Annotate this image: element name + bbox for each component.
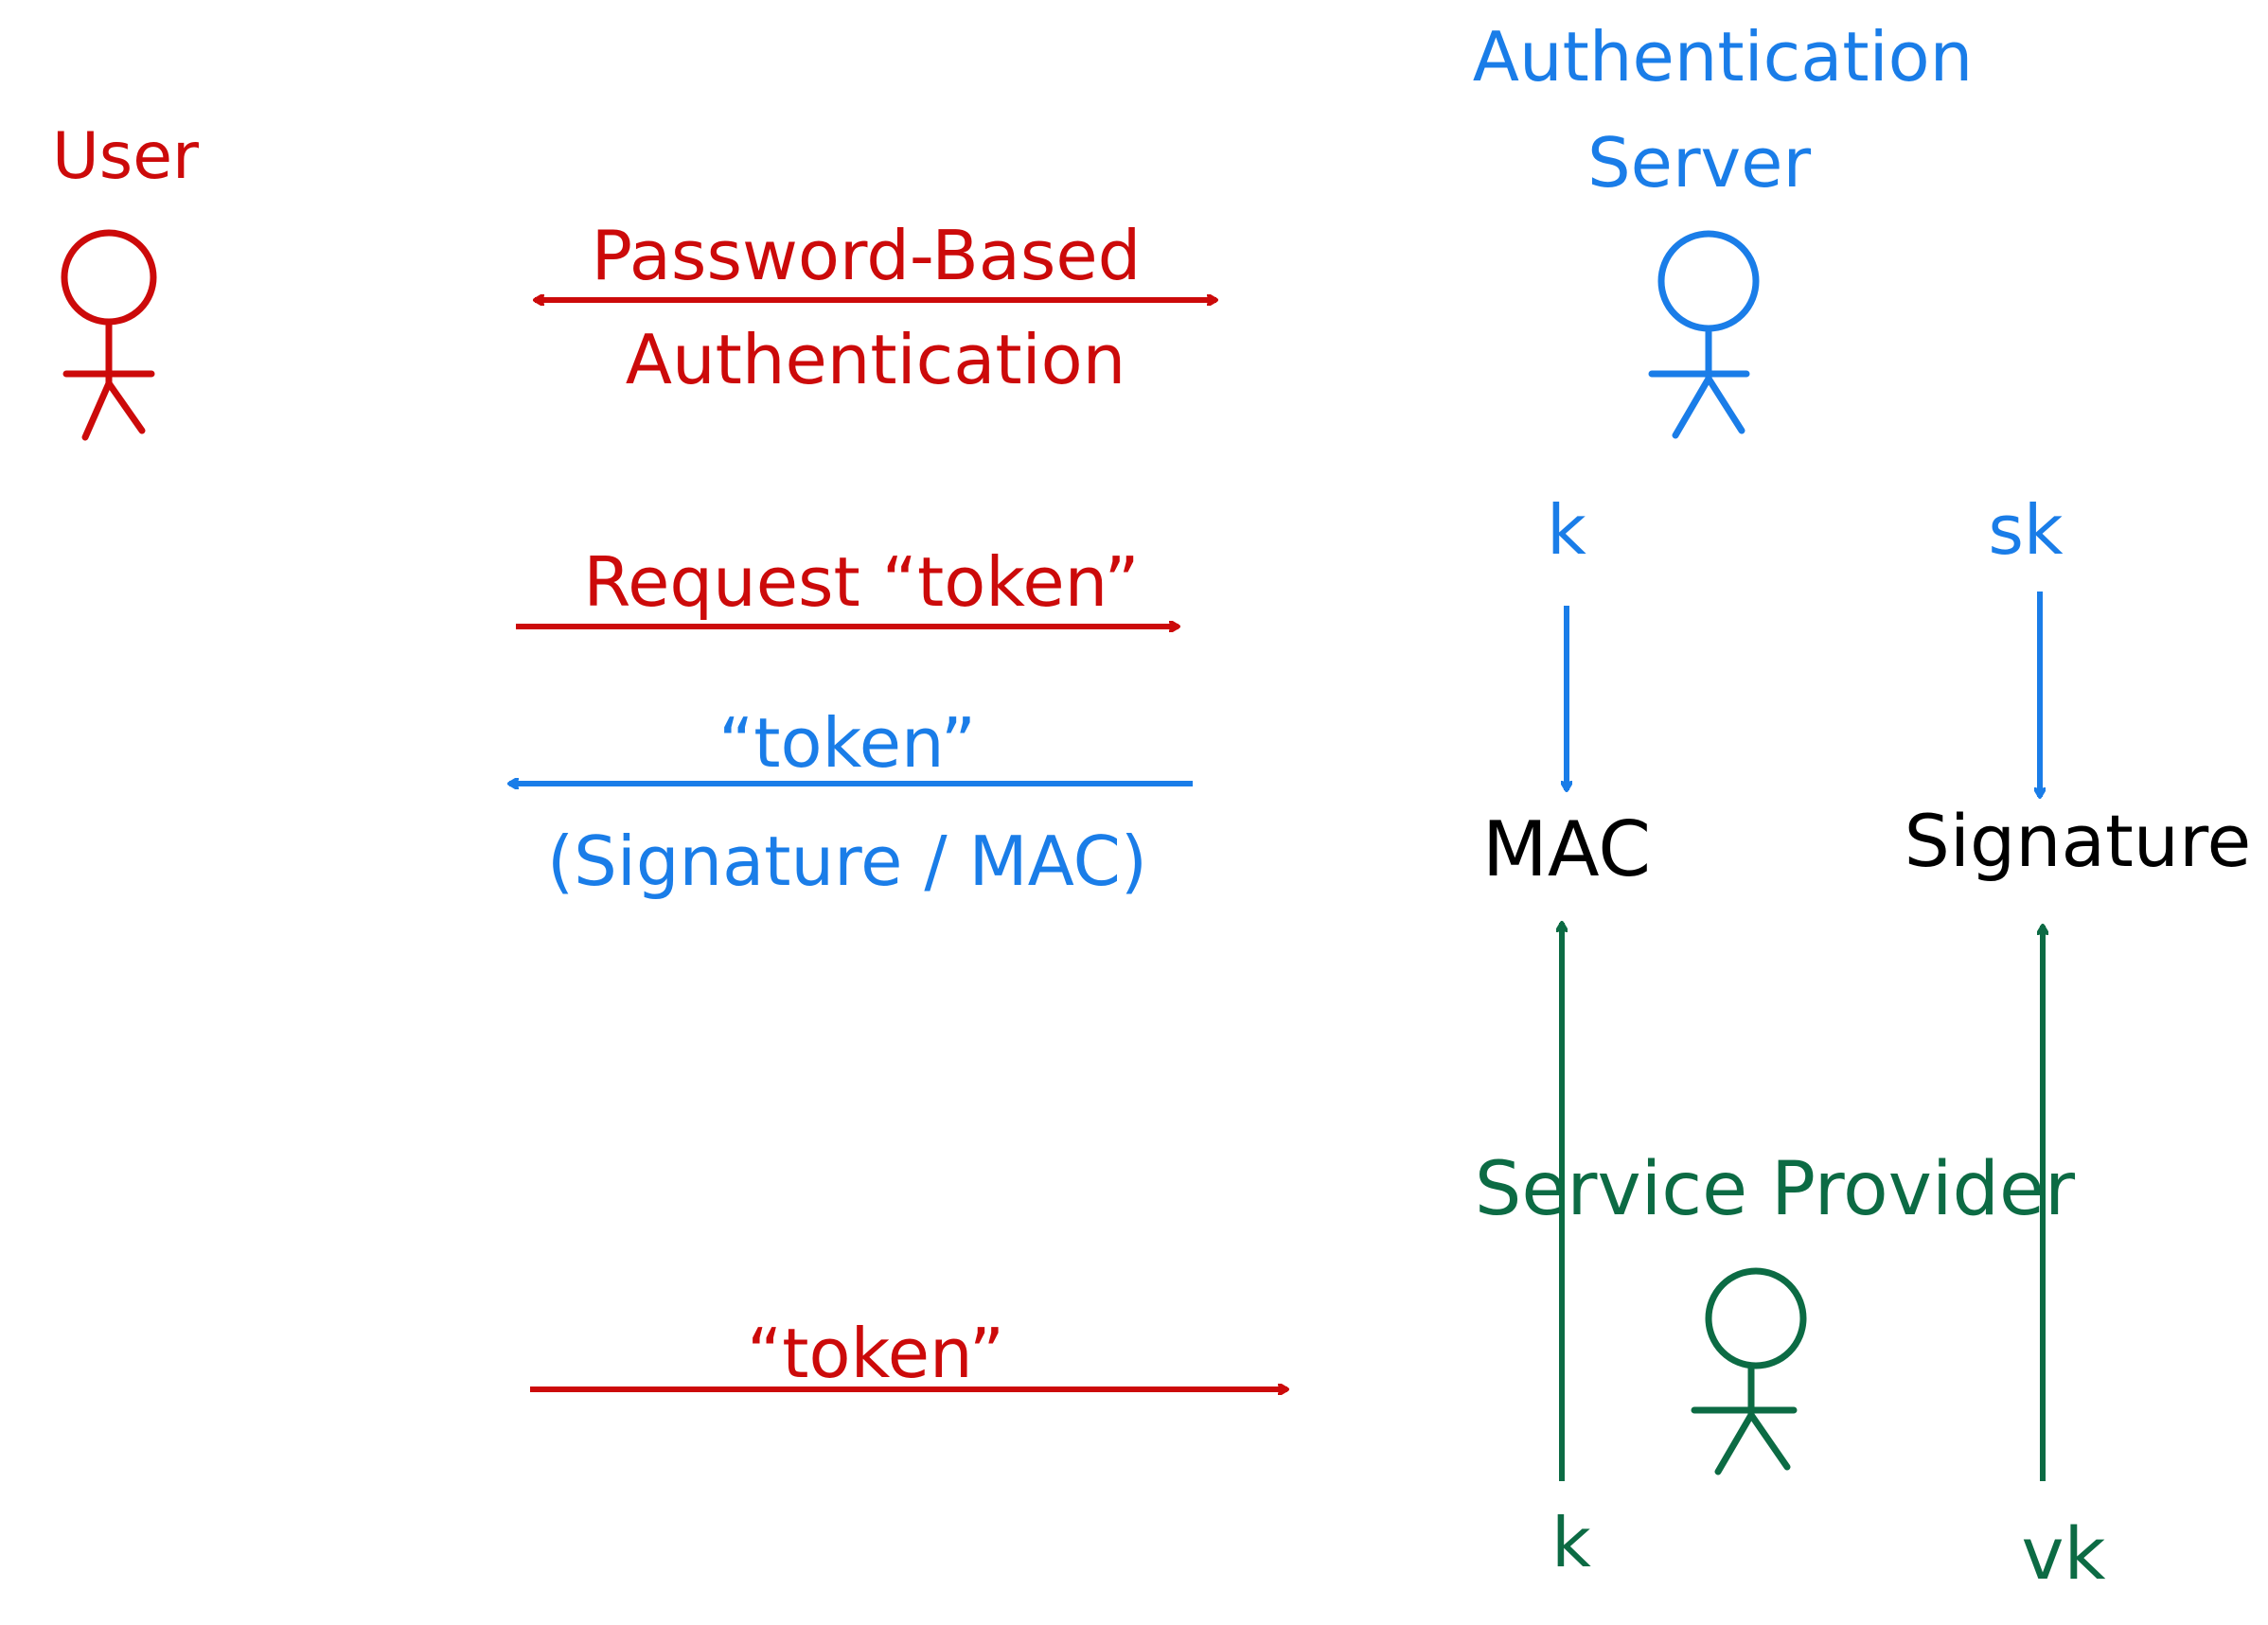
service-provider-head [1705, 1267, 1807, 1369]
user-actor [61, 229, 157, 441]
auth-server-head [1657, 230, 1760, 332]
service-provider-leg-left [1714, 1411, 1755, 1475]
signature-label: Signature [1905, 799, 2252, 883]
auth-server-leg-left [1672, 375, 1712, 439]
auth-server-actor [1648, 230, 1760, 439]
auth-server-leg-right [1705, 375, 1745, 434]
service-provider-leg-right [1747, 1411, 1791, 1471]
user-leg-right [105, 380, 146, 434]
user-leg-left [81, 380, 113, 441]
password-auth-label-line1: Password-Based [592, 216, 1142, 295]
user-label: User [52, 119, 199, 194]
token-send-label: “token” [747, 1314, 1004, 1393]
token-reply-label-line2: (Signature / MAC) [547, 821, 1147, 901]
auth-server-label-line1: Authentication [1473, 17, 1974, 97]
password-auth-label-line2: Authentication [626, 320, 1126, 399]
token-reply-label-line1: “token” [718, 703, 976, 783]
request-token-label: Request “token” [583, 542, 1139, 622]
mac-server-key: k [1547, 490, 1586, 570]
service-provider-actor [1691, 1267, 1807, 1475]
mac-provider-key: k [1551, 1503, 1591, 1582]
signature-provider-key: vk [2022, 1511, 2106, 1596]
mac-label: MAC [1482, 805, 1651, 893]
user-head [61, 229, 157, 326]
signature-server-key: sk [1988, 490, 2064, 570]
auth-server-label-line2: Server [1587, 123, 1812, 203]
service-provider-label: Service Provider [1475, 1147, 2076, 1232]
